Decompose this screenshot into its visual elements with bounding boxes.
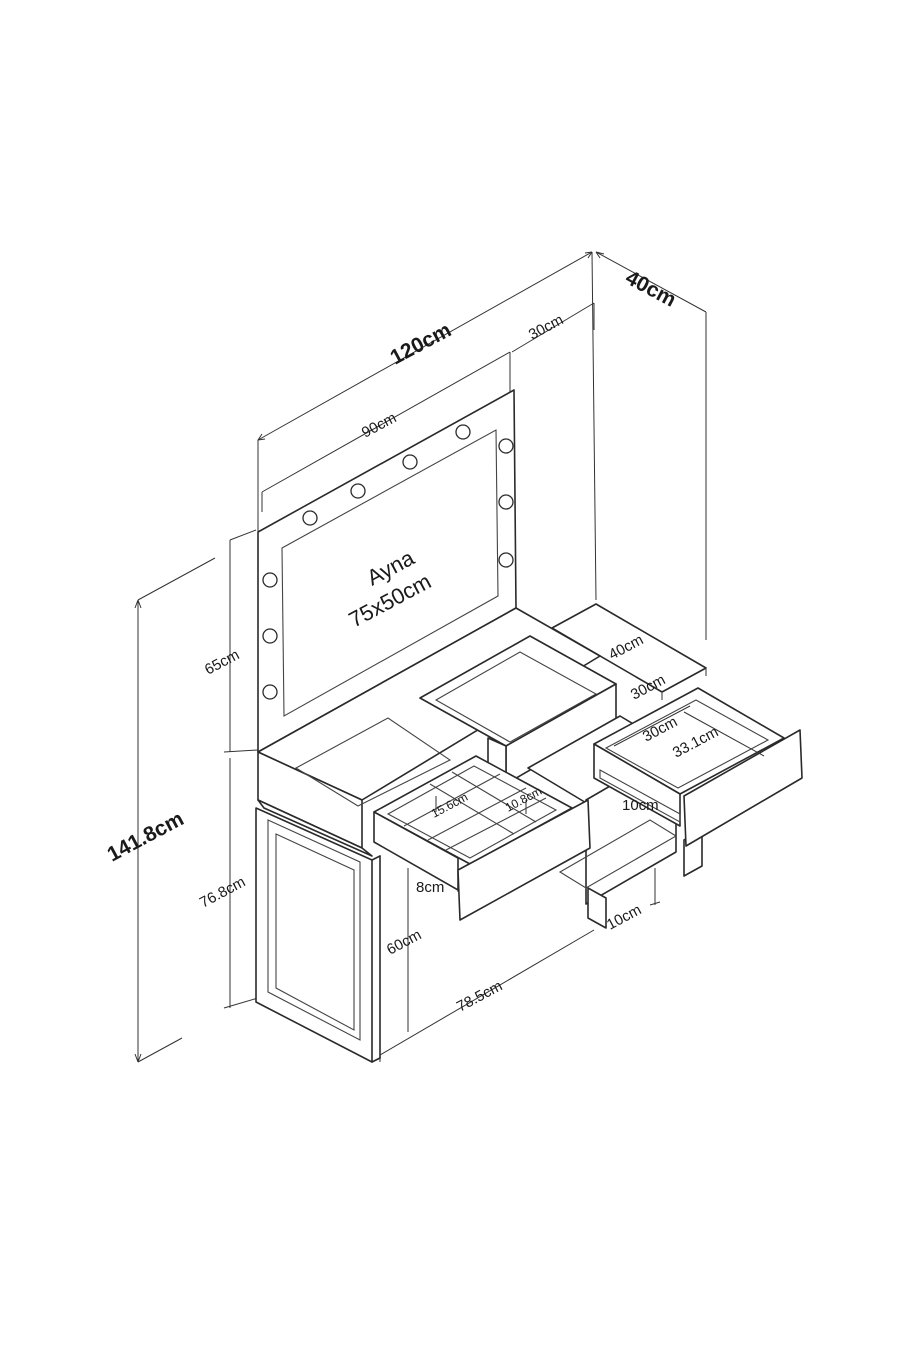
label-mirror-width: 90cm xyxy=(359,409,399,441)
label-mirror-height: 65cm xyxy=(202,646,242,678)
label-foot-height: 10cm xyxy=(604,901,644,933)
label-total-depth: 40cm xyxy=(622,266,680,312)
label-total-width: 120cm xyxy=(387,318,456,369)
label-right-drawer-height: 10cm xyxy=(622,797,659,814)
right-drawer-open xyxy=(593,687,803,847)
label-small-drawer-height: 8cm xyxy=(416,879,444,896)
label-side-width: 30cm xyxy=(526,311,566,343)
label-total-height: 141.8cm xyxy=(104,807,188,866)
dimension-lines-left xyxy=(134,529,669,1063)
left-drawer-open xyxy=(373,755,591,921)
mirror-bulbs xyxy=(262,424,514,700)
right-top-shelf xyxy=(551,603,707,700)
label-table-height: 76.8cm xyxy=(197,873,248,911)
dimension-lines-top xyxy=(257,251,707,640)
mirror-panel xyxy=(257,389,517,753)
drawer-compartments xyxy=(403,771,547,851)
label-leg-height: 60cm xyxy=(384,926,424,958)
label-knee-width: 78.5cm xyxy=(454,977,505,1015)
